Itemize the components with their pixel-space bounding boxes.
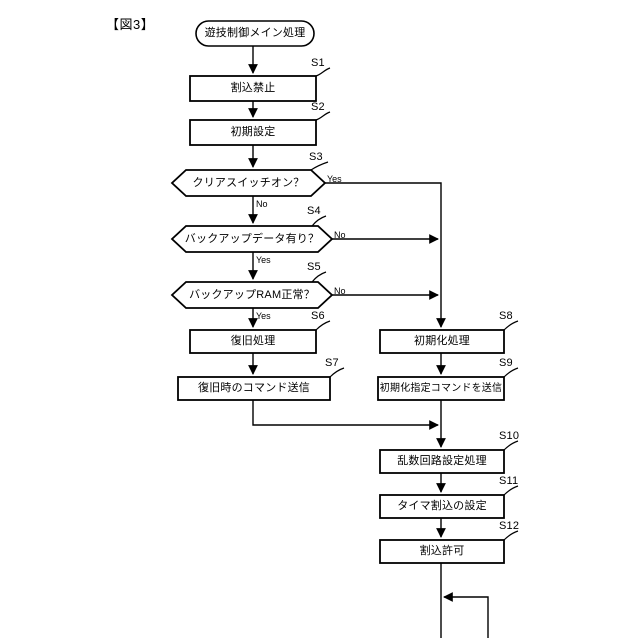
step-label-s1: S1 (311, 57, 325, 69)
node-shape-s1 (189, 75, 317, 102)
node-shape-s8 (379, 329, 505, 354)
leader-s1 (315, 67, 331, 77)
leader-s5 (311, 271, 327, 283)
step-label-s3: S3 (309, 151, 323, 163)
step-label-s10: S10 (499, 430, 520, 442)
node-label-s9: 初期化指定コマンドを送信 (379, 382, 503, 394)
node-shape-start (195, 20, 315, 47)
leader-s8 (503, 320, 519, 331)
node-shape-s4 (170, 225, 334, 253)
step-label-s9: S9 (499, 357, 513, 369)
step-label-s5: S5 (307, 261, 321, 273)
branch-label-s3-no: No (256, 199, 268, 209)
branch-label-s4-no: No (334, 230, 346, 240)
node-shape-s7 (177, 376, 331, 401)
step-label-s7: S7 (325, 357, 339, 369)
leader-s2 (315, 111, 331, 121)
step-label-s6: S6 (311, 310, 325, 322)
step-label-s2: S2 (311, 101, 325, 113)
node-label-s2: 初期設定 (230, 126, 276, 138)
branch-label-s4-yes: Yes (256, 255, 271, 265)
node-label-s12: 割込許可 (419, 545, 465, 557)
leader-s12 (503, 530, 519, 541)
step-label-s12: S12 (499, 520, 520, 532)
node-shape-s2 (189, 119, 317, 146)
node-label-start: 遊技制御メイン処理 (204, 27, 306, 39)
leader-s10 (503, 440, 519, 451)
branch-label-s5-no: No (334, 286, 346, 296)
node-label-s6: 復旧処理 (230, 335, 276, 347)
node-label-s3: クリアスイッチオン？ (192, 176, 305, 189)
node-shape-s12 (379, 539, 505, 564)
connector-loop-return (443, 592, 489, 638)
node-label-s5: バックアップRAM正常？ (189, 288, 315, 301)
node-label-s11: タイマ割込の設定 (397, 500, 487, 512)
node-label-s8: 初期化処理 (414, 335, 470, 347)
connector-s3-yes-to-bus (325, 182, 446, 328)
node-shape-s5 (170, 281, 334, 309)
step-label-s8: S8 (499, 310, 513, 322)
node-label-s7: 復旧時のコマンド送信 (198, 382, 310, 394)
leader-s6 (315, 320, 331, 331)
node-shape-s10 (379, 449, 505, 474)
leader-s9 (503, 367, 519, 378)
branch-label-s3-yes: Yes (327, 174, 342, 184)
leader-s11 (503, 485, 519, 496)
branch-label-s5-yes: Yes (256, 311, 271, 321)
connector-s7-to-right-column (252, 400, 439, 430)
node-label-s1: 割込禁止 (230, 82, 276, 94)
node-label-s10: 乱数回路設定処理 (397, 455, 487, 467)
step-label-s11: S11 (499, 475, 519, 487)
step-label-s4: S4 (307, 205, 321, 217)
leader-s7 (329, 367, 345, 378)
leader-s3 (310, 161, 329, 171)
figure-number-label: 【図3】 (106, 17, 155, 32)
leader-s4 (311, 215, 327, 227)
node-label-s4: バックアップデータ有り？ (184, 232, 320, 245)
node-shape-s11 (379, 494, 505, 519)
